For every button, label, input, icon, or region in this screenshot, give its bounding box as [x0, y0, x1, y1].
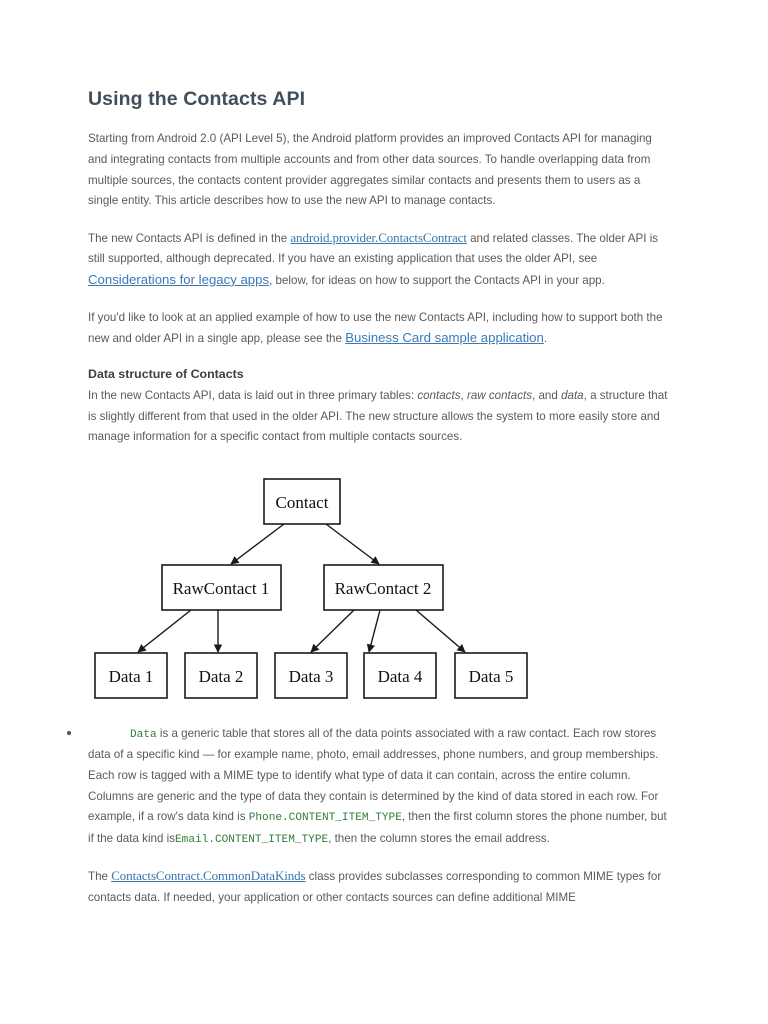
diagram-label-rawcontact-2: RawContact 2	[335, 579, 432, 598]
paragraph-text-part: , then the first column stores the phone…	[88, 810, 667, 845]
emphasis-raw-contacts: raw contacts	[466, 389, 533, 403]
code-data: Data	[130, 728, 157, 741]
diagram-edges-raw1	[137, 609, 223, 653]
paragraph-text-part: class provides subclasses corresponding …	[88, 870, 662, 905]
paragraph-text-part: In the new Contacts API, data is laid ou…	[88, 389, 418, 403]
intro-text: Starting from Android 2.0 (API Level 5),…	[88, 132, 652, 208]
intro-paragraph: Starting from Android 2.0 (API Level 5),…	[88, 129, 668, 211]
paragraph-text-part: and related classes. The older API is st…	[88, 231, 659, 266]
data-structure-paragraph: In the new Contacts API, data is laid ou…	[88, 386, 668, 448]
diagram-svg: Contact RawContact 1 RawContact 2 Data 1	[94, 478, 528, 699]
diagram-node-data-1: Data 1	[94, 652, 168, 699]
paragraph-text-part: , a structure that is slightly different…	[88, 389, 668, 444]
diagram-label-rawcontact-1: RawContact 1	[173, 579, 270, 598]
diagram-label-data-1: Data 1	[109, 667, 154, 686]
paragraph-text-part: , and	[532, 389, 562, 403]
diagram-edges-raw2	[310, 609, 466, 653]
paragraph-text-part: , below, for ideas on how to support the…	[269, 273, 605, 287]
link-considerations-legacy-apps[interactable]: Considerations for legacy apps	[88, 271, 270, 287]
paragraph-text-part: The new Contacts API is defined in the	[88, 231, 291, 245]
document-content: Using the Contacts API Starting from And…	[67, 88, 668, 925]
paragraph-text-part: ,	[460, 389, 467, 403]
code-phone-content-item-type: Phone.CONTENT_ITEM_TYPE	[248, 812, 402, 825]
diagram-label-data-4: Data 4	[378, 667, 423, 686]
list-item: Data is a generic table that stores all …	[67, 724, 668, 851]
link-commondatakinds[interactable]: ContactsContract.CommonDataKinds	[111, 868, 306, 884]
data-table-bullet-list: Data is a generic table that stores all …	[67, 724, 668, 851]
diagram-node-rawcontact-1: RawContact 1	[161, 564, 282, 611]
link-business-card-sample[interactable]: Business Card sample application	[345, 330, 544, 346]
paragraph-text-part: .	[543, 332, 548, 346]
diagram-node-data-5: Data 5	[454, 652, 528, 699]
diagram-node-data-2: Data 2	[184, 652, 258, 699]
commondatakinds-paragraph: The ContactsContract.CommonDataKinds cla…	[88, 866, 668, 908]
emphasis-contacts: contacts	[417, 389, 461, 403]
page-title: Using the Contacts API	[88, 88, 306, 110]
paragraph-text-part: , then the column stores the email addre…	[328, 831, 550, 845]
diagram-label-data-5: Data 5	[469, 667, 514, 686]
diagram-node-contact: Contact	[263, 478, 341, 525]
diagram-label-contact: Contact	[276, 493, 329, 512]
api-definition-paragraph: The new Contacts API is defined in the a…	[88, 228, 668, 292]
bullet-dot-icon	[67, 730, 71, 735]
sample-app-paragraph: If you'd like to look at an applied exam…	[88, 308, 668, 350]
section-heading-data-structure: Data structure of Contacts	[88, 366, 244, 381]
paragraph-text-part: If you'd like to look at an applied exam…	[88, 310, 663, 346]
code-email-content-item-type: Email.CONTENT_ITEM_TYPE	[175, 833, 329, 846]
diagram-label-data-3: Data 3	[289, 667, 334, 686]
emphasis-data: data	[561, 389, 584, 403]
diagram-node-data-3: Data 3	[274, 652, 348, 699]
diagram-label-data-2: Data 2	[199, 667, 244, 686]
diagram-edges-level1	[230, 523, 380, 565]
paragraph-text-part: is a generic table that stores all of th…	[88, 726, 659, 824]
diagram-node-rawcontact-2: RawContact 2	[323, 564, 444, 611]
contacts-data-model-diagram: Contact RawContact 1 RawContact 2 Data 1	[86, 464, 666, 716]
diagram-node-data-4: Data 4	[363, 652, 437, 699]
paragraph-text-part: The	[88, 870, 112, 884]
link-contactscontract[interactable]: android.provider.ContactsContract	[290, 229, 467, 245]
